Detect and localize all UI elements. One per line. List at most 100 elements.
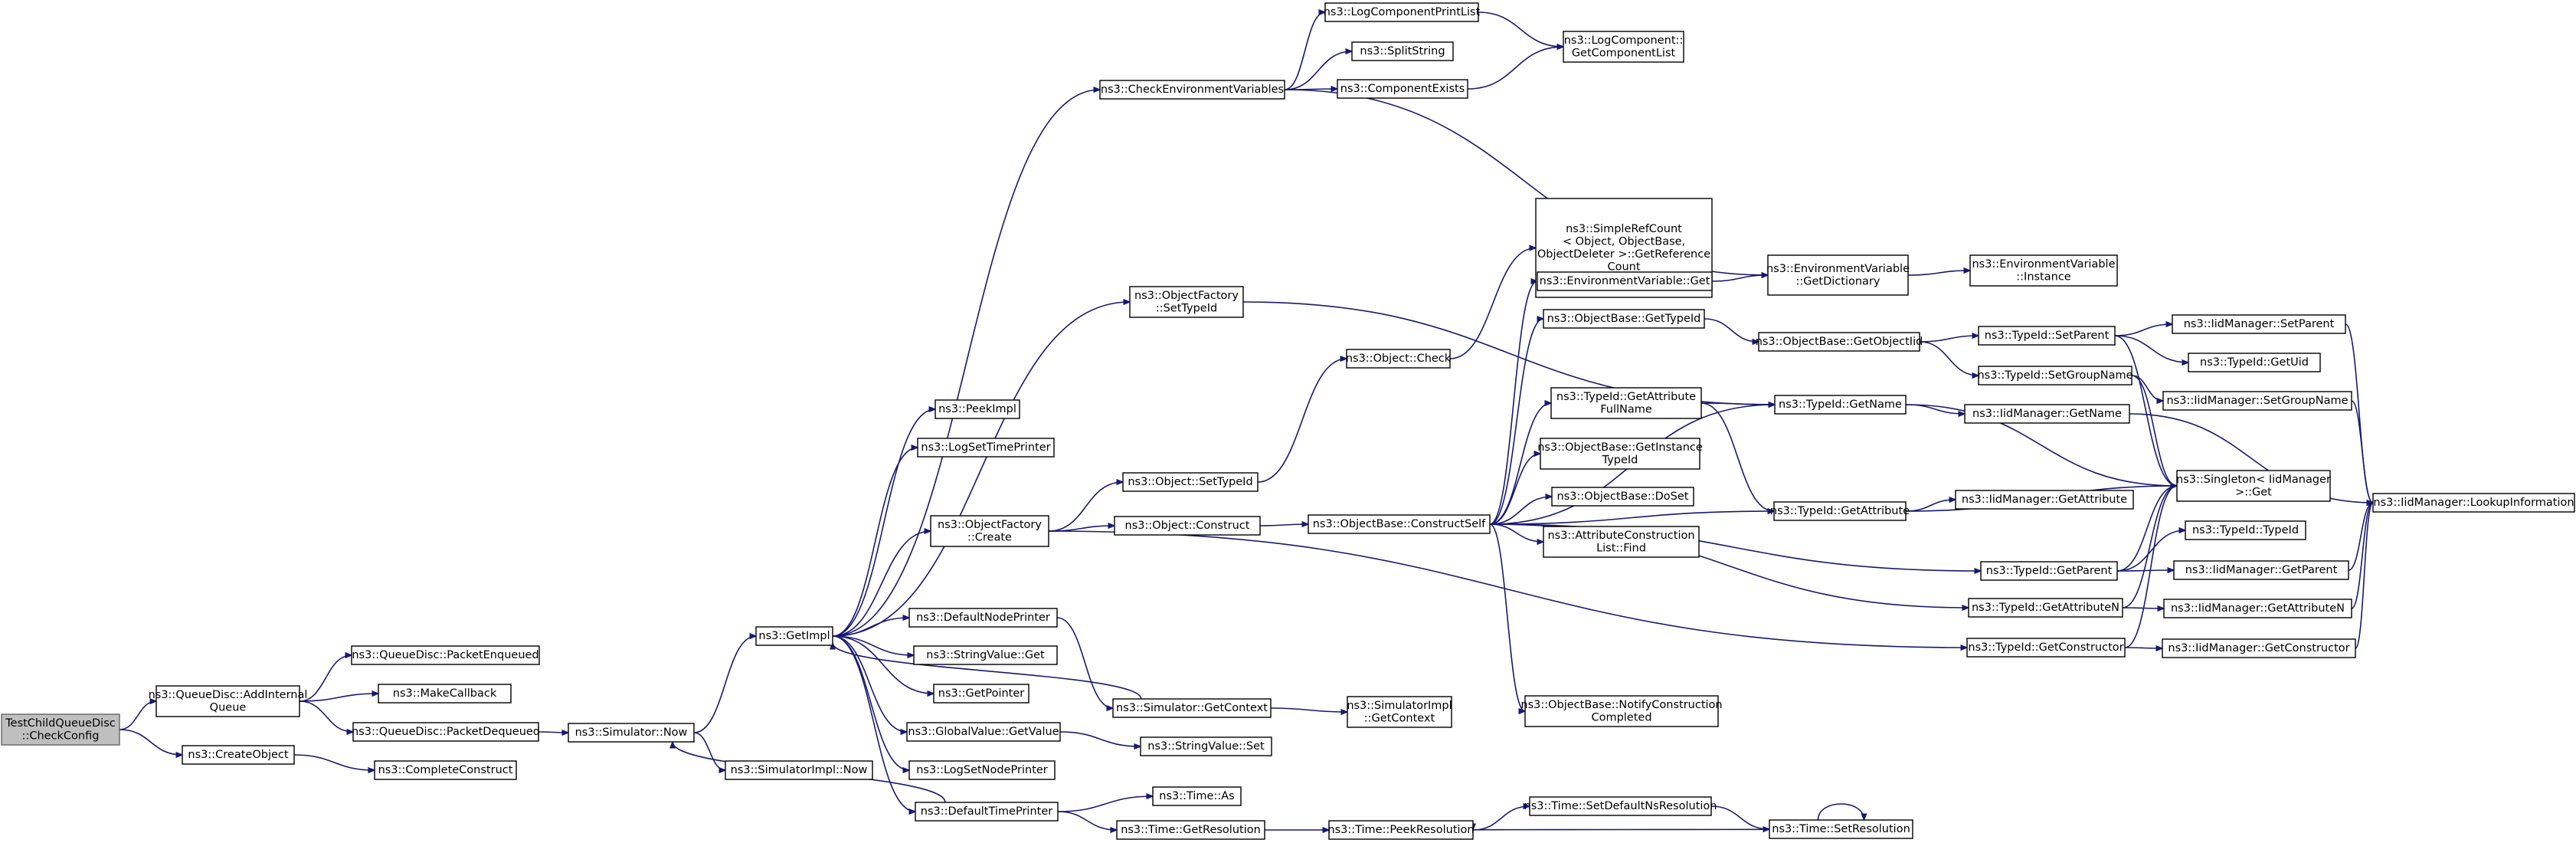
node-tidgetname[interactable]: ns3::TypeId::GetName	[1774, 395, 1907, 415]
node-iidsetparent[interactable]: ns3::IidManager::SetParent	[2172, 314, 2346, 334]
node-ofcreate[interactable]: ns3::ObjectFactory::Create	[930, 515, 1049, 547]
node-iidgetparent[interactable]: ns3::IidManager::GetParent	[2173, 560, 2349, 580]
node-setres[interactable]: ns3::Time::SetResolution	[1769, 819, 1913, 839]
node-obgetoid[interactable]: ns3::ObjectBase::GetObjectIid	[1756, 332, 1923, 352]
node-peekres[interactable]: ns3::Time::PeekResolution	[1327, 820, 1475, 840]
node-label: ns3::ObjectFactory	[1134, 290, 1239, 302]
node-compex[interactable]: ns3::ComponentExists	[1337, 79, 1468, 99]
node-enq[interactable]: ns3::QueueDisc::PacketEnqueued	[351, 645, 540, 665]
node-mkcb[interactable]: ns3::MakeCallback	[378, 684, 512, 704]
node-label: ns3::AttributeConstruction	[1547, 530, 1694, 542]
node-simnow[interactable]: ns3::SimulatorImpl::Now	[725, 760, 873, 780]
node-tidtid[interactable]: ns3::TypeId::TypeId	[2185, 520, 2306, 540]
node-box	[1563, 31, 1684, 63]
node-label: ObjectDeleter >::GetReference	[1537, 248, 1710, 261]
node-box	[933, 684, 1029, 704]
node-simgetctx[interactable]: ns3::Simulator::GetContext	[1112, 698, 1272, 718]
node-label: Count	[1607, 261, 1640, 273]
node-osettid[interactable]: ns3::Object::SetTypeId	[1122, 472, 1259, 492]
node-cc[interactable]: ns3::CompleteConstruct	[374, 760, 517, 780]
node-tidgetuid[interactable]: ns3::TypeId::GetUid	[2188, 353, 2321, 372]
node-box	[1978, 366, 2132, 385]
node-envgetdict[interactable]: ns3::EnvironmentVariable::GetDictionary	[1766, 254, 1910, 296]
node-label: ns3::QueueDisc::AddInternal	[149, 689, 308, 701]
node-peekimpl[interactable]: ns3::PeekImpl	[934, 399, 1020, 419]
node-logsnp[interactable]: ns3::LogSetNodePrinter	[908, 760, 1056, 780]
node-lookup[interactable]: ns3::IidManager::LookupInformation	[2372, 493, 2575, 513]
node-label: ns3::ComponentExists	[1340, 83, 1465, 95]
node-dnp[interactable]: ns3::DefaultNodePrinter	[908, 608, 1058, 628]
node-root[interactable]: TestChildQueueDisc::CheckConfig	[1, 713, 120, 746]
node-oconstruct[interactable]: ns3::Object::Construct	[1114, 516, 1261, 536]
node-label: ns3::Time::SetDefaultNsResolution	[1524, 800, 1717, 812]
node-box	[1328, 820, 1474, 840]
node-ofsettid[interactable]: ns3::ObjectFactory::SetTypeId	[1129, 286, 1244, 318]
edge-iidsetparent-to-lookup	[2345, 323, 2374, 503]
node-label: ns3::IidManager::GetParent	[2185, 564, 2338, 576]
node-iidgetattr[interactable]: ns3::IidManager::GetAttribute	[1955, 490, 2134, 510]
node-box	[1758, 332, 1920, 352]
node-obnc[interactable]: ns3::ObjectBase::NotifyConstructionCompl…	[1520, 695, 1723, 727]
node-createobj[interactable]: ns3::CreateObject	[182, 745, 295, 765]
node-label: >::Get	[2235, 486, 2272, 498]
node-iidgetname[interactable]: ns3::IidManager::GetName	[1964, 404, 2130, 424]
node-box	[182, 745, 295, 765]
edge-obgettid-to-obgetoid	[1704, 318, 1759, 342]
node-iidgetattrn[interactable]: ns3::IidManager::GetAttributeN	[2163, 599, 2352, 618]
node-svset[interactable]: ns3::StringValue::Set	[1140, 736, 1272, 756]
edge-getimpl-to-cev	[832, 90, 1100, 637]
node-iidsetgroup[interactable]: ns3::IidManager::SetGroupName	[2162, 391, 2352, 411]
node-timeas[interactable]: ns3::Time::As	[1152, 786, 1242, 806]
node-label: ns3::Time::PeekResolution	[1327, 824, 1474, 836]
node-getptr[interactable]: ns3::GetPointer	[933, 684, 1029, 704]
node-box	[1551, 487, 1694, 507]
node-box	[2162, 391, 2352, 411]
node-label: ns3::StringValue::Set	[1147, 740, 1265, 753]
node-tidgetparent[interactable]: ns3::TypeId::GetParent	[1980, 561, 2118, 581]
node-gvget[interactable]: ns3::GlobalValue::GetValue	[906, 722, 1061, 742]
node-tidgetattr[interactable]: ns3::TypeId::GetAttribute	[1770, 501, 1910, 521]
node-split[interactable]: ns3::SplitString	[1351, 41, 1454, 61]
node-box	[1978, 326, 2116, 346]
node-box	[568, 723, 695, 743]
node-dtp[interactable]: ns3::DefaultTimePrinter	[915, 802, 1059, 822]
node-simimplctx[interactable]: ns3::SimulatorImpl::GetContext	[1347, 696, 1452, 728]
node-envinst[interactable]: ns3::EnvironmentVariable::Instance	[1969, 254, 2118, 287]
node-tidsetgroup[interactable]: ns3::TypeId::SetGroupName	[1977, 366, 2133, 385]
node-box	[1152, 786, 1242, 806]
node-lcgcl[interactable]: ns3::LogComponent::GetComponentList	[1563, 31, 1684, 63]
node-tidgetctor[interactable]: ns3::TypeId::GetConstructor	[1966, 638, 2126, 658]
edge-addq-to-mkcb	[299, 694, 378, 702]
node-tidsetparent[interactable]: ns3::TypeId::SetParent	[1978, 326, 2116, 346]
node-deq[interactable]: ns3::QueueDisc::PacketDequeued	[352, 722, 540, 742]
node-setdefns[interactable]: ns3::Time::SetDefaultNsResolution	[1524, 796, 1717, 816]
node-now[interactable]: ns3::Simulator::Now	[568, 723, 695, 743]
node-iidgetctor[interactable]: ns3::IidManager::GetConstructor	[2162, 638, 2356, 658]
node-envget[interactable]: ns3::EnvironmentVariable::Get	[1537, 271, 1713, 291]
edge-dnp-to-simgetctx	[1056, 617, 1113, 708]
node-box	[725, 760, 873, 780]
node-cev[interactable]: ns3::CheckEnvironmentVariables	[1099, 80, 1285, 100]
node-box	[1537, 271, 1713, 291]
node-obdoset[interactable]: ns3::ObjectBase::DoSet	[1551, 487, 1694, 507]
node-obcs[interactable]: ns3::ObjectBase::ConstructSelf	[1308, 514, 1491, 534]
node-logstp[interactable]: ns3::LogSetTimePrinter	[917, 438, 1055, 458]
node-ocheck[interactable]: ns3::Object::Check	[1346, 349, 1452, 369]
node-box	[1337, 79, 1468, 99]
edge-obcs-to-tidgetattr	[1489, 511, 1774, 525]
node-timegetres[interactable]: ns3::Time::GetResolution	[1116, 820, 1265, 840]
node-singleton[interactable]: ns3::Singleton< IidManager>::Get	[2176, 470, 2331, 502]
node-svget[interactable]: ns3::StringValue::Get	[913, 645, 1058, 665]
node-obgettid[interactable]: ns3::ObjectBase::GetTypeId	[1543, 309, 1705, 329]
node-tidgetattrn[interactable]: ns3::TypeId::GetAttributeN	[1968, 598, 2123, 618]
node-box	[1114, 516, 1261, 536]
node-getimpl[interactable]: ns3::GetImpl	[755, 626, 833, 646]
node-lcpl[interactable]: ns3::LogComponentPrintList	[1324, 2, 1481, 22]
edge-obcs-to-obdoset	[1489, 497, 1552, 525]
